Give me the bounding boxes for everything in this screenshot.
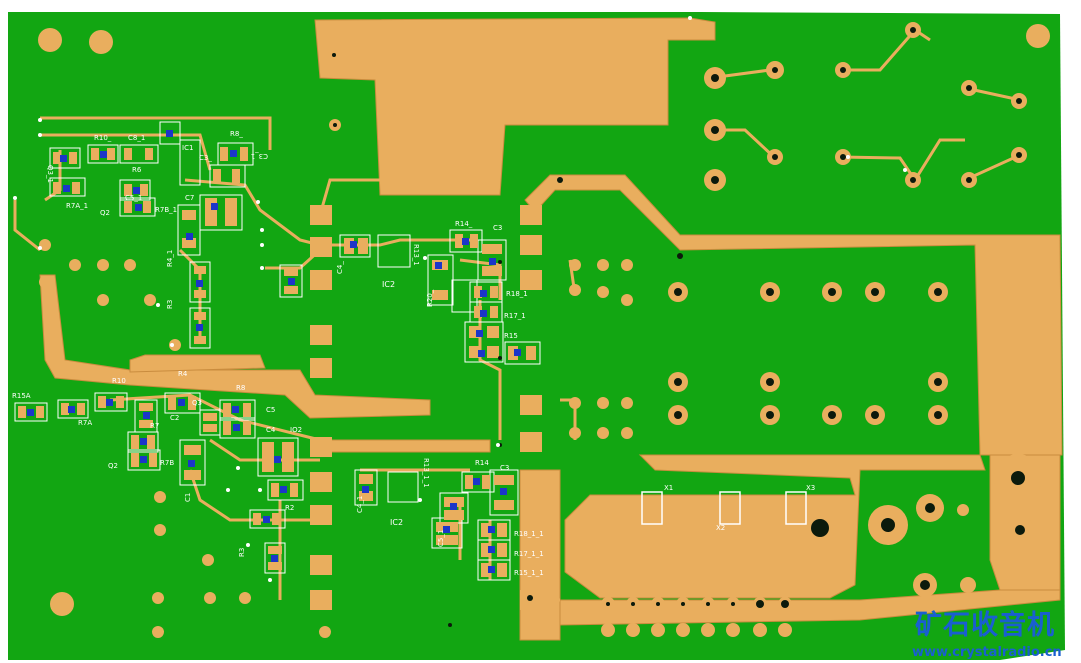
vias (13, 6, 1002, 582)
label-c7: C7 (185, 194, 194, 202)
label-ic2-top: IC2 (382, 280, 395, 289)
label-r13-1: R13_1 (412, 244, 420, 266)
label-r7b-1: R7B_1 (155, 206, 177, 214)
label-q3-1: Q3_1 (46, 165, 54, 183)
label-c1-b: C1 (184, 493, 192, 502)
label-r8: R8_ (230, 130, 243, 138)
label-c3-top: C3 (493, 224, 502, 232)
label-r15: R15 (504, 332, 518, 340)
label-r14: R14_ (455, 220, 473, 228)
label-r17-1: R17_1 (504, 312, 526, 320)
label-r14-b: R14 (475, 459, 489, 467)
label-r3: R3 (166, 300, 174, 309)
label-c4-b: C4 (266, 426, 276, 434)
watermark-text: 矿石收音机 (915, 610, 1055, 641)
label-r7a-1: R7A_1 (66, 202, 88, 210)
label-c4: C4_ (336, 261, 344, 274)
label-r15a: R15A (12, 392, 31, 400)
label-c3: C3_ (199, 154, 212, 162)
label-r15-1-1: R15_1_1 (514, 569, 544, 577)
label-r6: R6 (132, 166, 142, 174)
bottom-channel-silkscreen: R15A R10 R7A R8 C2 R7 C5 C4 IO2 Q3 R7B Q… (12, 370, 544, 577)
label-c8-1: C8_1 (128, 134, 145, 142)
label-r4-1: R4_1 (166, 250, 174, 267)
label-r3-b: R3 (238, 548, 246, 557)
label-r18-1: R18_1 (506, 290, 528, 298)
label-q3-b: Q3 (192, 399, 202, 407)
large-pads (310, 205, 542, 610)
label-r10-b: R10 (112, 377, 126, 385)
label-r4-b: R4 (178, 370, 188, 378)
label-x2: X2 (716, 524, 725, 532)
label-c3-1: C3_1 (251, 152, 268, 160)
label-c2-b: C2 (170, 414, 179, 422)
label-r7-b: R7 (150, 422, 159, 430)
output-labels: X1 X2 X3 (664, 484, 815, 532)
label-r7a-b: R7A (78, 419, 92, 427)
top-channel-components (49, 121, 541, 365)
label-r7b-b: R7B (160, 459, 174, 467)
label-x1: X1 (664, 484, 673, 492)
watermark-url: www.crystalradio.cn (912, 645, 1062, 660)
label-r10: R10_ (94, 134, 112, 142)
label-io2: IO2 (290, 426, 302, 434)
label-c5-1-b: C5_1 (437, 530, 445, 547)
label-q2-b: Q2 (108, 462, 118, 470)
label-c5-1: C5_1 (125, 194, 142, 202)
label-r17-1-1: R17_1_1 (514, 550, 544, 558)
label-r8-b: R8 (236, 384, 245, 392)
label-c3-b: C3 (500, 464, 509, 472)
top-channel-silkscreen: C3_1 R10_ R8_ C8_1 IC1 C3_ Q3_1 R7A_1 Q2… (46, 130, 528, 340)
label-q2: Q2 (100, 209, 110, 217)
label-r20: R20_ (426, 289, 434, 307)
output-footprints (641, 491, 807, 525)
label-ic1: IC1 (182, 144, 193, 152)
bottom-channel-components (14, 392, 519, 581)
label-r18-1-1: R18_1_1 (514, 530, 544, 538)
label-ic2-bottom: IC2 (390, 518, 403, 527)
label-r13-1-1: R13_1_1 (422, 458, 430, 488)
label-x3: X3 (806, 484, 815, 492)
label-c4-1: C4_1 (356, 496, 364, 513)
drill-holes (332, 27, 1025, 627)
label-c5-b: C5 (266, 406, 275, 414)
label-r2-b: R2 (285, 504, 294, 512)
